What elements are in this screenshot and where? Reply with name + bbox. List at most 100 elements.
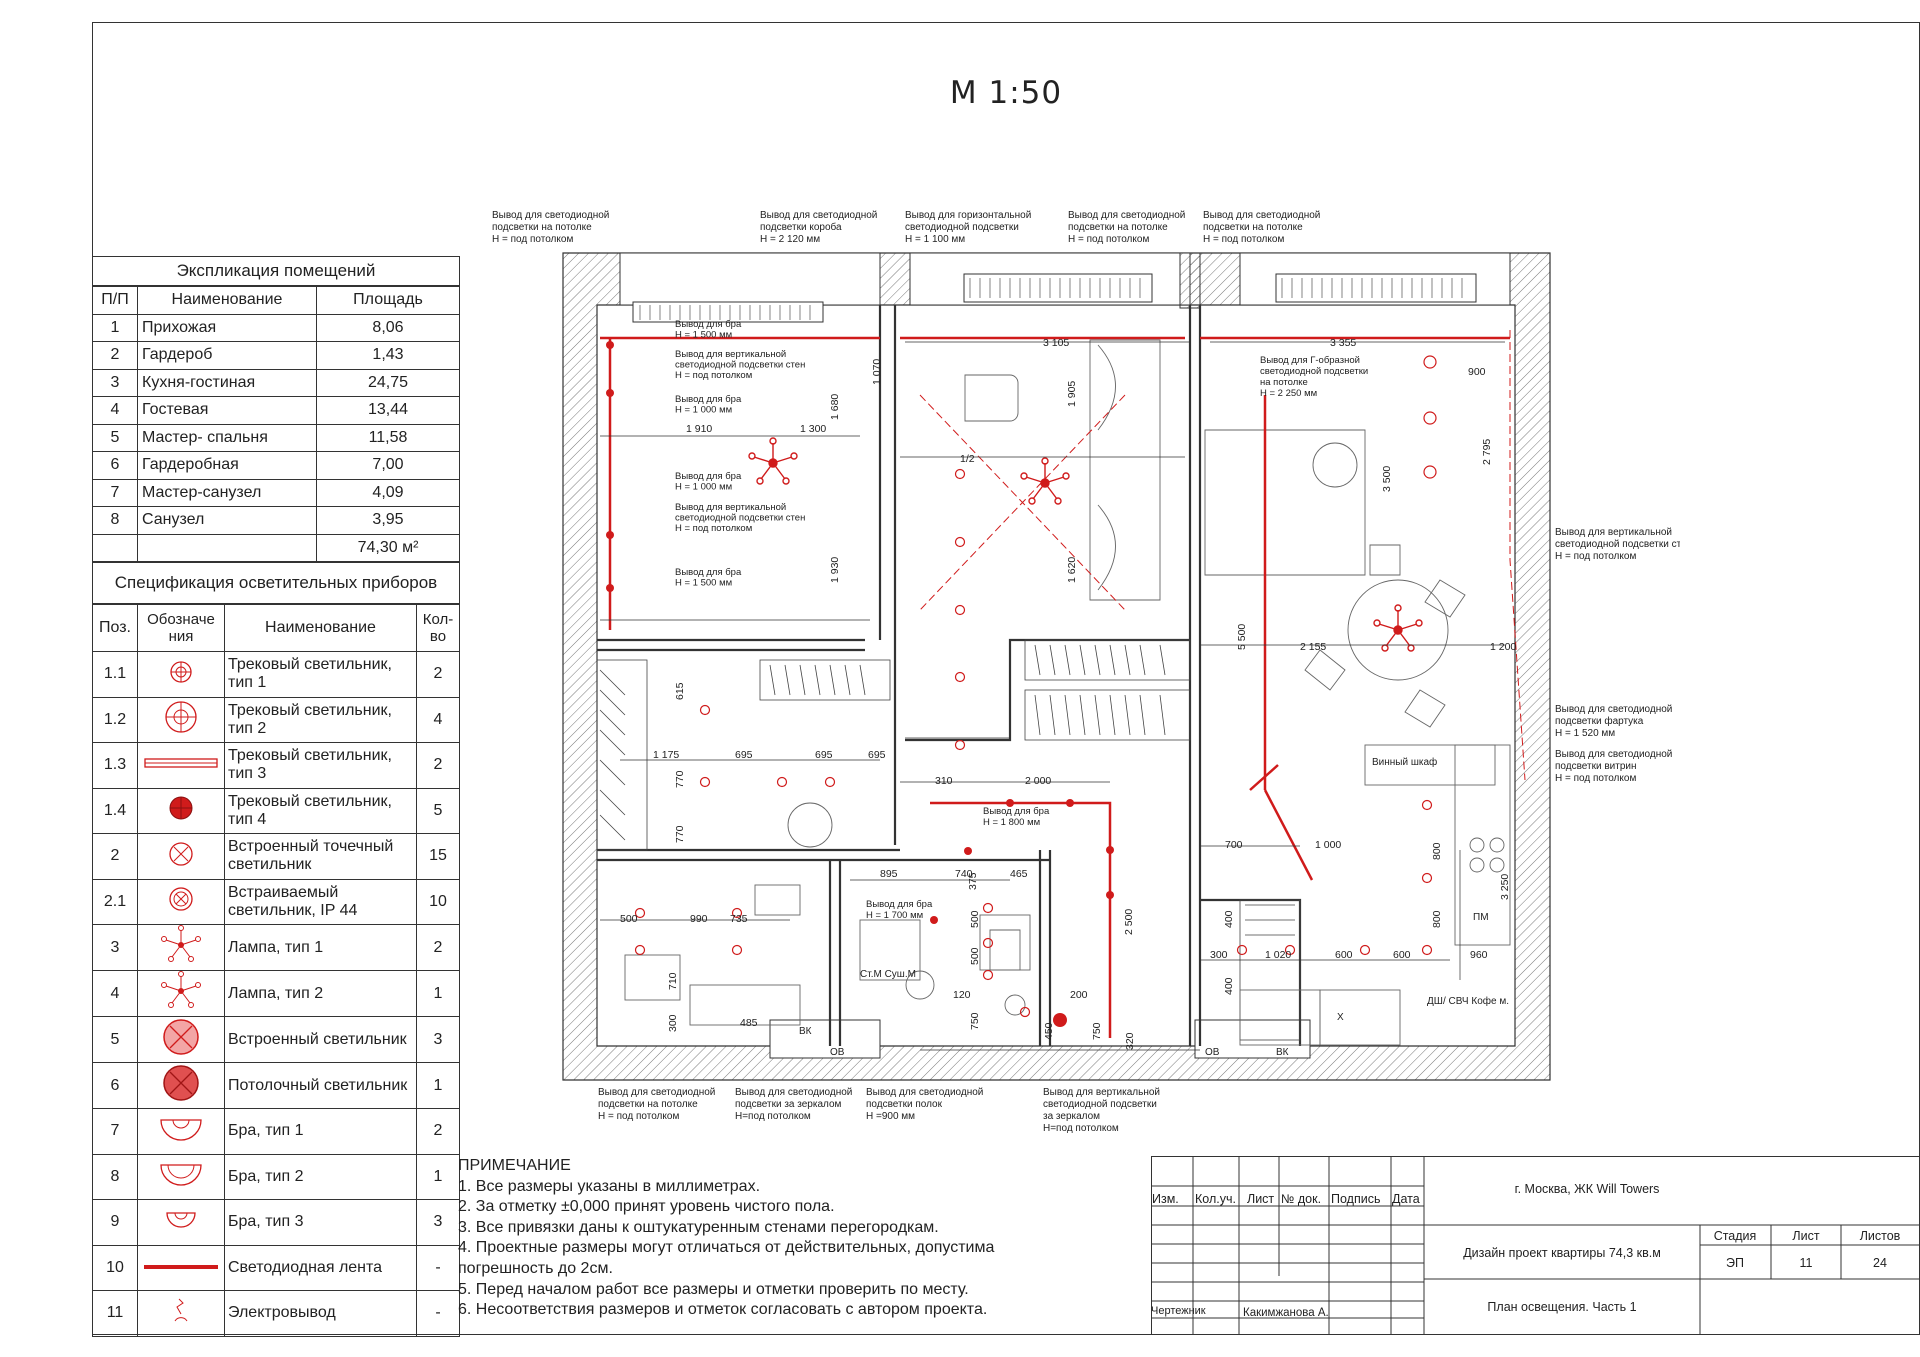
spec-pos: 1.1 xyxy=(92,651,138,698)
spec-pos: 1.3 xyxy=(92,742,138,789)
plan-label: Вывод для вертикальной xyxy=(675,349,786,360)
plan-label: Вывод для светодиодной xyxy=(735,1087,852,1098)
plan-label: 485 xyxy=(740,1017,758,1029)
plan-label: ВК xyxy=(1276,1047,1289,1058)
plan-label: 900 xyxy=(1468,366,1486,378)
plan-label: H = под потолком xyxy=(492,234,573,245)
room-area: 8,06 xyxy=(316,313,460,342)
plan-label: Вывод для светодиодной xyxy=(866,1087,983,1098)
spec-symbol-cell xyxy=(137,1199,225,1246)
plan-label: Х xyxy=(1337,1012,1344,1023)
spec-header-symbol: Обозначе ния xyxy=(137,604,225,652)
spec-symbol-cell xyxy=(137,696,225,743)
plan-label: Вывод для светодиодной xyxy=(1068,210,1185,221)
plan-label: 710 xyxy=(667,972,679,990)
plan-label: 500 xyxy=(620,913,638,925)
note-line: погрешность до 2см. xyxy=(458,1259,613,1277)
plan-label: 2 000 xyxy=(1025,775,1051,787)
room-area: 13,44 xyxy=(316,396,460,425)
stamp-sheet-label: Лист xyxy=(1792,1229,1819,1243)
plan-label: 735 xyxy=(730,913,748,925)
spec-symbol-cell xyxy=(137,1016,225,1063)
track-light-type1-icon xyxy=(166,657,196,687)
plan-label: H = 1 800 мм xyxy=(983,817,1040,828)
pendant-lamps xyxy=(748,437,1423,652)
plan-label: подсветки на потолке xyxy=(1203,222,1303,233)
led-strip-icon xyxy=(142,1262,220,1272)
plan-label: Вывод для вертикальной xyxy=(1043,1087,1160,1098)
spec-pos: 4 xyxy=(92,970,138,1017)
plan-label: 960 xyxy=(1470,949,1488,961)
plan-label: 300 xyxy=(667,1014,679,1032)
rev-col-sign: Подпись xyxy=(1331,1192,1380,1206)
plan-label: 465 xyxy=(1010,868,1028,880)
plan-label: светодиодной подсветки стен xyxy=(675,360,805,371)
plan-label: H = под потолком xyxy=(675,523,752,534)
spec-qty: 2 xyxy=(416,1108,460,1155)
plan-label: 695 xyxy=(815,749,833,761)
spec-pos: 2 xyxy=(92,833,138,880)
plan-label: 120 xyxy=(953,989,971,1001)
spec-pos: 1.4 xyxy=(92,787,138,834)
plan-label: Вывод для бра xyxy=(866,899,933,910)
spec-qty: 2 xyxy=(416,651,460,698)
spec-pos: 8 xyxy=(92,1153,138,1200)
room-num: 5 xyxy=(92,423,138,452)
explication-title: Экспликация помещений xyxy=(92,256,460,286)
stamp-stage-label: Стадия xyxy=(1714,1229,1757,1243)
rev-col-list: Лист xyxy=(1247,1192,1274,1206)
spec-name: Бра, тип 2 xyxy=(224,1153,417,1200)
spec-symbol-cell xyxy=(137,742,225,789)
plan-label: Вывод для бра xyxy=(675,394,742,405)
spec-pos: 3 xyxy=(92,924,138,971)
plan-label: H = 1 000 мм xyxy=(675,482,732,493)
plan-label: Вывод для светодиодной xyxy=(1203,210,1320,221)
spec-name: Лампа, тип 1 xyxy=(224,924,417,971)
plan-label: ВК xyxy=(799,1026,812,1037)
note-line: 2. За отметку ±0,000 принят уровень чист… xyxy=(458,1198,835,1216)
spec-qty: - xyxy=(416,1290,460,1337)
plan-label: 615 xyxy=(674,682,686,700)
spec-symbol-cell xyxy=(137,1290,225,1337)
plan-label: 400 xyxy=(1223,977,1235,995)
explication-table: Экспликация помещений П/П Наименование П… xyxy=(92,256,460,562)
plan-label: 750 xyxy=(1091,1022,1103,1040)
plan-label: подсветки на потолке xyxy=(1068,222,1168,233)
spec-qty: 1 xyxy=(416,1062,460,1109)
plan-label: 1 200 xyxy=(1490,641,1516,653)
plan-label: 990 xyxy=(690,913,708,925)
plan-label: 750 xyxy=(969,1012,981,1030)
plan-label: 770 xyxy=(674,770,686,788)
plan-label: 1 930 xyxy=(829,557,841,583)
spec-symbol-cell xyxy=(137,1244,225,1291)
plan-label: ОВ xyxy=(830,1047,845,1058)
plan-label: 1 070 xyxy=(871,359,883,385)
scale-title: М 1:50 xyxy=(949,75,1063,111)
spec-qty: 3 xyxy=(416,1016,460,1063)
total-area: 74,30 м² xyxy=(316,533,460,562)
spec-symbol-cell xyxy=(137,651,225,698)
room-area: 7,00 xyxy=(316,451,460,480)
plan-label: 1/2 xyxy=(960,453,975,465)
plan-label: за зеркалом xyxy=(1043,1111,1100,1122)
col-header-num: П/П xyxy=(92,286,138,315)
sconce-type1-icon xyxy=(158,1114,204,1144)
plan-label: 1 300 xyxy=(800,423,826,435)
spec-name: Бра, тип 3 xyxy=(224,1199,417,1246)
plan-label: Вывод для светодиодной xyxy=(1555,749,1672,760)
plan-label: Ст.М Суш.М xyxy=(860,969,916,980)
spec-pos: 1.2 xyxy=(92,696,138,743)
lighting-spec-table: Спецификация осветительных приборов Поз.… xyxy=(92,562,460,1337)
plan-label: 450 xyxy=(1043,1022,1055,1040)
plan-label: 200 xyxy=(1070,989,1088,1001)
plan-label: Вывод для светодиодной xyxy=(598,1087,715,1098)
plan-label: 3 500 xyxy=(1381,466,1393,492)
